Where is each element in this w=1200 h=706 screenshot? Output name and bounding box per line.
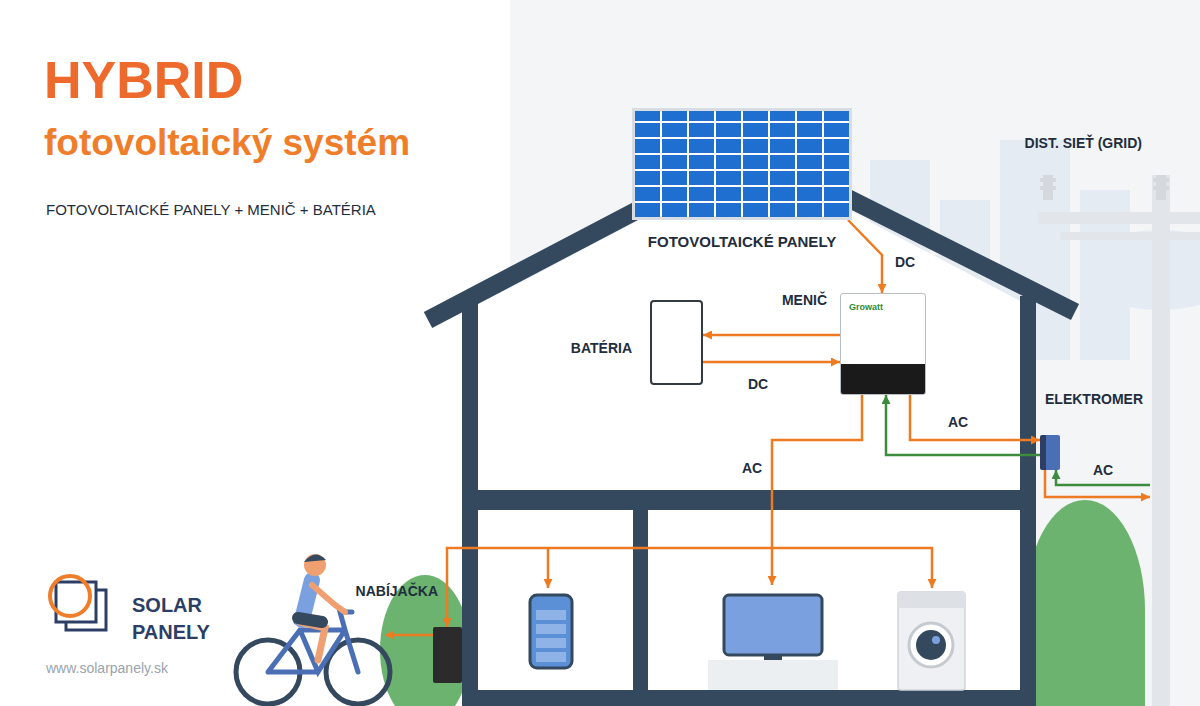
website: www.solarpanely.sk xyxy=(46,660,168,676)
flow-arrow xyxy=(447,395,862,627)
grid-pole-part xyxy=(1060,232,1200,240)
washer-icon xyxy=(898,592,965,690)
house xyxy=(428,150,1075,706)
inverter: MENIČGrowatt xyxy=(840,293,926,395)
title: HYBRID xyxy=(44,50,243,110)
washer-icon-part xyxy=(898,592,965,690)
house-part xyxy=(462,490,1036,510)
house-part xyxy=(462,690,1036,706)
grid-pole xyxy=(1038,175,1200,706)
charger: NABÍJAČKA xyxy=(433,627,462,683)
tv-icon xyxy=(708,595,838,690)
battery-pack-icon-part xyxy=(536,638,566,648)
node-label: BATÉRIA xyxy=(571,340,632,356)
skyline-part xyxy=(1080,230,1200,310)
flow-arrow xyxy=(848,220,882,293)
grid-pole-part xyxy=(1152,175,1170,706)
tagline: FOTOVOLTAICKÉ PANELY + MENIČ + BATÉRIA xyxy=(46,201,376,218)
cyclist-part xyxy=(304,554,326,562)
flow-arrow xyxy=(703,334,840,337)
flow-arrow xyxy=(910,395,1040,440)
battery: BATÉRIA xyxy=(650,300,703,385)
subtitle: fotovoltaický systém xyxy=(44,122,410,164)
cyclist-part xyxy=(268,612,358,672)
house-wiring xyxy=(385,548,932,635)
logo-text: SOLAR PANELY xyxy=(132,592,222,646)
node-label: MENIČ xyxy=(782,292,827,308)
washer-icon-part xyxy=(909,623,953,667)
node-label: DIST. SIEŤ (GRID) xyxy=(1025,135,1142,151)
node-label: FOTOVOLTAICKÉ PANELY xyxy=(648,233,836,250)
washer-icon-part xyxy=(932,636,940,644)
washer-icon-part xyxy=(916,630,946,660)
logo-mark xyxy=(50,576,106,630)
brand-label: Growatt xyxy=(849,302,883,312)
battery-pack-icon-part xyxy=(536,624,566,634)
battery-pack-icon-part xyxy=(536,652,566,662)
cyclist-part xyxy=(304,554,326,576)
edge-label: AC xyxy=(1093,462,1113,478)
battery-pack-icon-part xyxy=(536,610,566,620)
edge-label: AC xyxy=(948,414,968,430)
edge-label: DC xyxy=(895,254,915,270)
tv-icon-part xyxy=(724,595,822,655)
bushes-part xyxy=(1025,500,1145,706)
grid: DIST. SIEŤ (GRID) xyxy=(1150,175,1170,706)
flow-arrow xyxy=(886,395,1040,455)
battery-pack-icon xyxy=(530,595,572,668)
flow-arrow xyxy=(703,361,840,364)
house-wiring-part xyxy=(547,548,550,588)
tv-icon-part xyxy=(708,660,838,690)
cyclist-part xyxy=(312,585,345,612)
bushes-part xyxy=(1025,610,1145,706)
node-label: NABÍJAČKA xyxy=(356,583,438,599)
house-part xyxy=(633,510,648,706)
house-wiring-part xyxy=(385,634,433,637)
house-wiring-part xyxy=(771,548,774,585)
grid-pole-part xyxy=(1153,178,1169,182)
logo-mark-part xyxy=(50,576,90,616)
grid-pole-part xyxy=(1040,178,1056,182)
cyclist-part xyxy=(298,618,322,622)
cyclist xyxy=(236,554,390,704)
node-label: ELEKTROMER xyxy=(1045,391,1143,407)
grid-pole-part xyxy=(1153,186,1169,190)
grid-pole-part xyxy=(1038,212,1200,224)
battery-pack-icon-part xyxy=(530,595,572,668)
edge-label: AC xyxy=(742,460,762,476)
grid-pole-part xyxy=(1040,186,1056,190)
meter: ELEKTROMER xyxy=(1040,435,1060,470)
washer-icon-part xyxy=(898,592,965,608)
house-wiring-part xyxy=(772,548,932,588)
solar-panel: FOTOVOLTAICKÉ PANELY xyxy=(632,108,852,220)
edge-label: DC xyxy=(748,376,768,392)
